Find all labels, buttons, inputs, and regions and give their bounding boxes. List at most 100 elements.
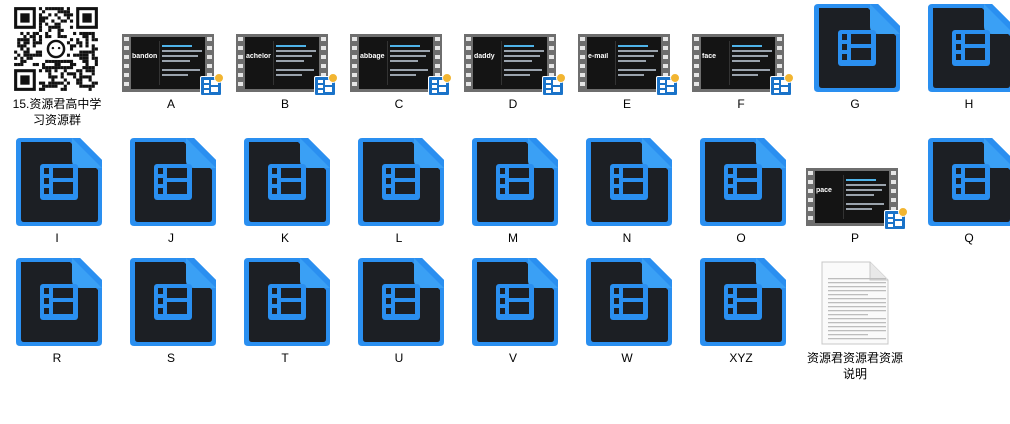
- video-frame: e-mail: [587, 37, 661, 89]
- file-item[interactable]: V: [456, 254, 570, 388]
- file-thumbnail: abbage: [342, 0, 456, 96]
- file-name: G: [850, 97, 860, 111]
- video-file-icon: [814, 4, 900, 92]
- file-item[interactable]: S: [114, 254, 228, 388]
- file-name: C: [394, 97, 404, 111]
- thumbnail-word: abbage: [360, 53, 385, 60]
- text-document-icon: [821, 261, 889, 345]
- video-thumbnail: daddy: [464, 34, 566, 96]
- video-frame: bandon: [131, 37, 205, 89]
- file-item[interactable]: M: [456, 134, 570, 268]
- file-thumbnail: [0, 134, 114, 230]
- file-name: V: [508, 351, 517, 365]
- file-item[interactable]: Q: [912, 134, 1010, 268]
- video-file-icon: [586, 138, 672, 226]
- file-thumbnail: [912, 0, 1010, 96]
- file-name: H: [964, 97, 974, 111]
- video-frame: pace: [815, 171, 889, 223]
- video-file-icon: [16, 138, 102, 226]
- vlc-cone-icon: [214, 73, 224, 83]
- video-file-icon: [700, 258, 786, 346]
- file-thumbnail: [114, 254, 228, 350]
- video-file-icon: [16, 258, 102, 346]
- video-file-icon: [586, 258, 672, 346]
- file-item[interactable]: T: [228, 254, 342, 388]
- file-name: E: [622, 97, 631, 111]
- file-item[interactable]: I: [0, 134, 114, 268]
- file-name: O: [736, 231, 746, 245]
- file-item[interactable]: O: [684, 134, 798, 268]
- video-file-icon: [928, 138, 1010, 226]
- file-item[interactable]: W: [570, 254, 684, 388]
- file-item[interactable]: R: [0, 254, 114, 388]
- thumbnail-word: daddy: [474, 53, 495, 60]
- video-file-icon: [928, 4, 1010, 92]
- file-name: XYZ: [729, 351, 753, 365]
- file-thumbnail: [684, 254, 798, 350]
- file-thumbnail: [798, 0, 912, 96]
- file-thumbnail: [228, 134, 342, 230]
- video-badge-icon: [884, 207, 908, 230]
- video-badge-icon: [656, 73, 680, 96]
- file-thumbnail: [798, 254, 912, 350]
- file-item[interactable]: L: [342, 134, 456, 268]
- file-thumbnail: [456, 134, 570, 230]
- file-item[interactable]: J: [114, 134, 228, 268]
- file-thumbnail: [342, 254, 456, 350]
- thumbnail-word: achelor: [246, 53, 271, 60]
- video-thumbnail: achelor: [236, 34, 338, 96]
- video-file-icon: [130, 258, 216, 346]
- file-name: S: [166, 351, 175, 365]
- thumbnail-word: pace: [816, 187, 832, 194]
- video-thumbnail: face: [692, 34, 794, 96]
- file-item[interactable]: G: [798, 0, 912, 134]
- video-frame: face: [701, 37, 775, 89]
- file-thumbnail: [342, 134, 456, 230]
- file-item[interactable]: N: [570, 134, 684, 268]
- filmstrip: abbage: [350, 34, 442, 92]
- video-badge-icon: [428, 73, 452, 96]
- file-name: N: [622, 231, 632, 245]
- vlc-cone-icon: [328, 73, 338, 83]
- file-thumbnail: [912, 134, 1010, 230]
- file-item[interactable]: 资源君资源君资源说明: [798, 254, 912, 388]
- video-badge-icon: [770, 73, 794, 96]
- vlc-cone-icon: [784, 73, 794, 83]
- file-name: U: [394, 351, 404, 365]
- filmstrip: achelor: [236, 34, 328, 92]
- vlc-cone-icon: [556, 73, 566, 83]
- video-file-icon: [472, 138, 558, 226]
- video-file-icon: [358, 138, 444, 226]
- qr-code-image: [11, 4, 101, 94]
- file-item[interactable]: 15.资源君高中学习资源群: [0, 0, 114, 134]
- filmstrip: pace: [806, 168, 898, 226]
- file-name: P: [850, 231, 859, 245]
- file-name: M: [508, 231, 518, 245]
- file-thumbnail: [0, 254, 114, 350]
- video-thumbnail: pace: [806, 168, 908, 230]
- video-badge-icon: [314, 73, 338, 96]
- thumbnail-word: e-mail: [588, 53, 609, 60]
- file-item[interactable]: U: [342, 254, 456, 388]
- video-badge-icon: [542, 73, 566, 96]
- file-item[interactable]: H: [912, 0, 1010, 134]
- file-item[interactable]: K: [228, 134, 342, 268]
- file-thumbnail: daddy: [456, 0, 570, 96]
- filmstrip: face: [692, 34, 784, 92]
- file-thumbnail: face: [684, 0, 798, 96]
- file-name: B: [280, 97, 289, 111]
- file-name: Q: [964, 231, 974, 245]
- file-item[interactable]: XYZ: [684, 254, 798, 388]
- video-file-icon: [472, 258, 558, 346]
- file-name: I: [55, 231, 59, 245]
- video-file-icon: [244, 258, 330, 346]
- video-thumbnail: e-mail: [578, 34, 680, 96]
